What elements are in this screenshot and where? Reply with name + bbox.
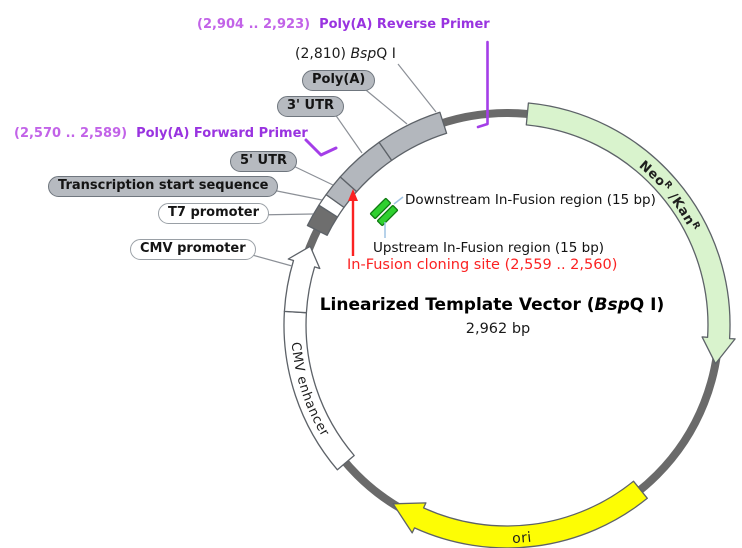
- reverse-primer-name: Poly(A) Reverse Primer: [319, 17, 490, 32]
- reverse-primer-label[interactable]: (2,904 .. 2,923) Poly(A) Reverse Primer: [197, 17, 490, 32]
- forward-primer-label[interactable]: (2,570 .. 2,589) Poly(A) Forward Primer: [14, 126, 308, 141]
- cloning-site-arrow: [348, 189, 358, 256]
- feature-label-utr3[interactable]: 3' UTR: [277, 96, 344, 118]
- polya-segment[interactable]: [378, 111, 448, 162]
- callout-line-bspq: [397, 63, 437, 113]
- feature-label-utr5[interactable]: 5' UTR: [230, 151, 297, 173]
- bspq-site-enzyme-rest: Q I: [376, 46, 396, 62]
- map-title-post: Q I): [629, 295, 665, 315]
- bspq-site-enzyme-italic: Bsp: [350, 46, 377, 62]
- cmv-enhancer-segment[interactable]: [283, 310, 355, 471]
- cloning-site-label[interactable]: In-Fusion cloning site (2,559 .. 2,560): [347, 257, 618, 273]
- reverse-primer-mark[interactable]: [476, 40, 489, 129]
- bspq-site-pos: (2,810): [295, 46, 351, 62]
- feature-label-cmvp[interactable]: CMV promoter: [130, 239, 256, 261]
- forward-primer-mark[interactable]: [304, 138, 338, 157]
- map-title: Linearized Template Vector (BspQ I): [320, 295, 665, 315]
- feature-label-polya[interactable]: Poly(A): [302, 70, 376, 92]
- map-title-enzyme-italic: Bsp: [594, 295, 630, 315]
- reverse-primer-range: (2,904 .. 2,923): [197, 17, 311, 32]
- feature-label-t7[interactable]: T7 promoter: [158, 203, 270, 225]
- map-title-pre: Linearized Template Vector (: [319, 295, 595, 315]
- feature-layer: [283, 102, 736, 548]
- downstream-callout-line: [393, 196, 404, 205]
- feature-label-tss[interactable]: Transcription start sequence: [48, 176, 279, 198]
- forward-primer-range: (2,570 .. 2,589): [14, 126, 128, 141]
- ori-label[interactable]: ori: [512, 530, 533, 547]
- bspq-site-label[interactable]: (2,810) BspQ I: [295, 46, 396, 62]
- cmv-promoter-arrow[interactable]: [283, 245, 321, 314]
- in-fusion-icon[interactable]: [369, 197, 399, 227]
- forward-primer-name: Poly(A) Forward Primer: [136, 126, 308, 141]
- upstream-region-label[interactable]: Upstream In-Fusion region (15 bp): [373, 240, 605, 256]
- downstream-region-label[interactable]: Downstream In-Fusion region (15 bp): [405, 192, 656, 208]
- ori-arrow[interactable]: [392, 480, 648, 548]
- map-size-label: 2,962 bp: [465, 321, 531, 337]
- neo-kan-arrow[interactable]: [525, 102, 736, 365]
